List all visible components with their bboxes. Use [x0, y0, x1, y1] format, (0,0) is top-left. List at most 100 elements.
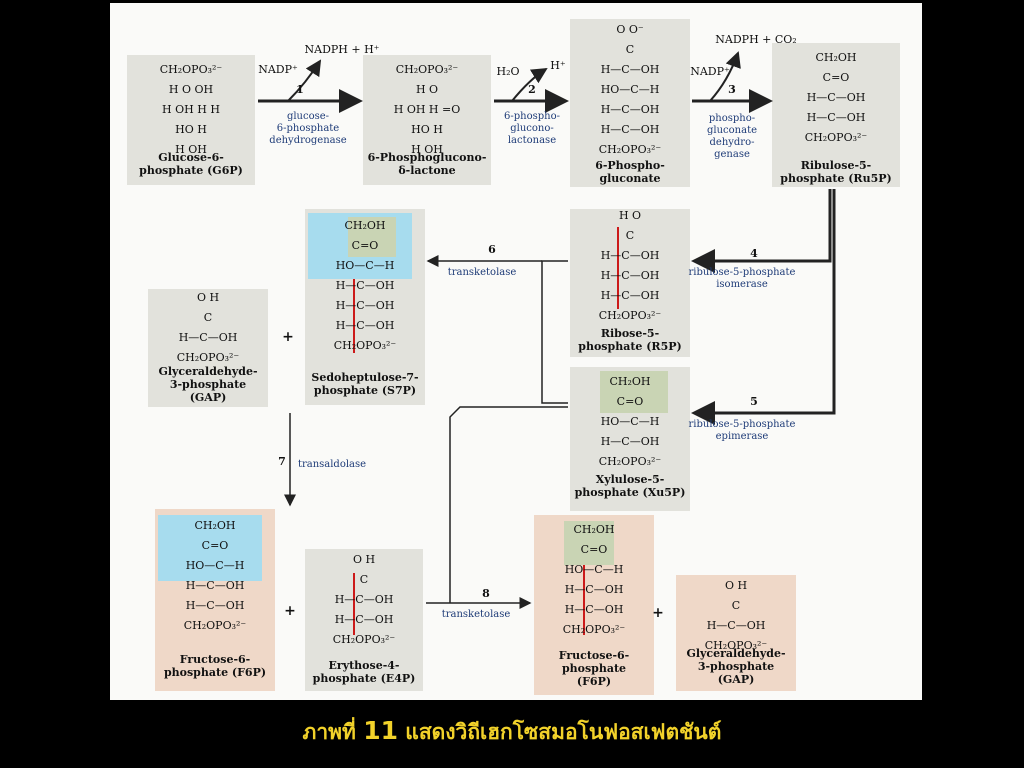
plus-sign-2: +	[652, 605, 664, 621]
caption-prefix: ภาพที่	[302, 720, 364, 744]
structure-pgl-line-2: H OH H =O	[394, 103, 461, 116]
structure-g6p-line-3: HO H	[175, 123, 207, 136]
cofactor-arc-2	[511, 67, 548, 102]
cofactor-arc-1	[287, 59, 322, 102]
structure-pg6-line-0: O O⁻	[616, 23, 644, 36]
structure-pgl-line-1: H O	[416, 83, 438, 96]
structure-g6p-line-2: H OH H H	[162, 103, 220, 116]
step-number-s4: 4	[750, 247, 758, 260]
structure-ru5p-line-0: CH₂OH	[815, 51, 856, 64]
molecule-name-r5p: Ribose-5-phosphate (R5P)	[578, 327, 681, 353]
structure-xu5p-line-2: HO—C—H	[601, 415, 660, 428]
cofactor-in-s3: NADP⁺	[690, 65, 730, 78]
step-number-s6: 6	[488, 243, 496, 256]
structure-pgl-line-0: CH₂OPO₃²⁻	[396, 63, 459, 76]
step-number-s8: 8	[482, 587, 490, 600]
structure-gap1-line-0: O H	[197, 291, 219, 304]
molecule-name-f6p1: Fructose-6-phosphate (F6P)	[164, 653, 266, 679]
structure-f6p1-line-0: CH₂OH	[194, 519, 235, 532]
structure-pgl-line-4: H OH	[411, 143, 443, 156]
molecule-name-pgl: 6-Phosphoglucono-δ-lactone	[368, 151, 487, 177]
structure-pg6-line-6: CH₂OPO₃²⁻	[599, 143, 662, 156]
structure-ru5p-line-1: C=O	[823, 71, 850, 84]
structure-gap1-line-1: C	[204, 311, 212, 324]
molecule-name-ru5p: Ribulose-5-phosphate (Ru5P)	[780, 159, 891, 185]
enzyme-s8: transketolase	[442, 609, 511, 620]
structure-gap1-line-2: H—C—OH	[179, 331, 238, 344]
structure-s7p-line-0: CH₂OH	[344, 219, 385, 232]
arrow-step6	[541, 260, 568, 404]
structure-e4p-line-3: H—C—OH	[335, 613, 394, 626]
structure-ru5p-line-4: CH₂OPO₃²⁻	[805, 131, 868, 144]
box-gap2	[676, 575, 796, 691]
cofactor-in-s2: H₂O	[496, 65, 519, 78]
structure-pg6-line-3: HO—C—H	[601, 83, 660, 96]
cyan-highlight-f6p1	[158, 515, 262, 581]
olive-highlight-f6p2	[564, 521, 614, 565]
structure-f6p1-line-5: CH₂OPO₃²⁻	[184, 619, 247, 632]
step-number-s7: 7	[278, 455, 286, 468]
box-r5p	[570, 209, 690, 357]
structure-gap2-line-3: CH₂OPO₃²⁻	[705, 639, 768, 652]
figure-caption: ภาพที่ 11 แสดงวิถีเฮกโซสมอโนฟอสเฟตชันต์	[0, 716, 1024, 749]
cofactor-in-s1: NADP⁺	[258, 63, 298, 76]
structure-xu5p-line-4: CH₂OPO₃²⁻	[599, 455, 662, 468]
structure-r5p-line-1: C	[626, 229, 634, 242]
molecule-name-e4p: Erythose-4-phosphate (E4P)	[313, 659, 416, 685]
structure-ru5p-line-2: H—C—OH	[807, 91, 866, 104]
olive-highlight-s7p	[348, 217, 396, 257]
structure-pg6-line-5: H—C—OH	[601, 123, 660, 136]
structure-s7p-line-1: C=O	[352, 239, 379, 252]
structure-f6p2-line-2: HO—C—H	[565, 563, 624, 576]
molecule-name-s7p: Sedoheptulose-7-phosphate (S7P)	[311, 371, 418, 397]
structure-gap2-line-1: C	[732, 599, 740, 612]
structure-f6p2-line-0: CH₂OH	[573, 523, 614, 536]
structure-gap1-line-3: CH₂OPO₃²⁻	[177, 351, 240, 364]
structure-gap2-line-0: O H	[725, 579, 747, 592]
cofactor-out-s3: NADPH + CO₂	[715, 33, 796, 46]
caption-number: 11	[363, 716, 398, 745]
box-pg6	[570, 19, 690, 187]
caption-text: แสดงวิถีเฮกโซสมอโนฟอสเฟตชันต์	[397, 720, 722, 744]
box-g6p	[127, 55, 255, 185]
box-e4p	[305, 549, 423, 691]
structure-f6p2-line-5: CH₂OPO₃²⁻	[563, 623, 626, 636]
step-number-s3: 3	[728, 83, 736, 96]
structure-s7p-line-4: H—C—OH	[336, 299, 395, 312]
structure-s7p-line-3: H—C—OH	[336, 279, 395, 292]
cofactor-out-s1: NADPH + H⁺	[305, 43, 380, 56]
box-pgl	[363, 55, 491, 185]
enzyme-s7: transaldolase	[298, 459, 366, 470]
arrow-step4	[691, 189, 832, 273]
molecule-name-f6p2: Fructose-6-phosphate(F6P)	[559, 649, 630, 688]
structure-gap2-line-2: H—C—OH	[707, 619, 766, 632]
structure-g6p-line-1: H O OH	[169, 83, 213, 96]
arrow-step5	[691, 189, 836, 425]
structure-e4p-line-4: CH₂OPO₃²⁻	[333, 633, 396, 646]
structure-pg6-line-2: H—C—OH	[601, 63, 660, 76]
structure-xu5p-line-1: C=O	[617, 395, 644, 408]
enzyme-s2: 6-phospho-gluconо-lactonase	[504, 111, 560, 146]
structure-f6p2-line-1: C=O	[581, 543, 608, 556]
structure-e4p-line-2: H—C—OH	[335, 593, 394, 606]
structure-r5p-line-3: H—C—OH	[601, 269, 660, 282]
structure-xu5p-line-0: CH₂OH	[609, 375, 650, 388]
structure-pgl-line-3: HO H	[411, 123, 443, 136]
structure-s7p-line-2: HO—C—H	[336, 259, 395, 272]
molecule-name-gap2: Glyceraldehyde-3-phosphate(GAP)	[686, 647, 785, 686]
structure-r5p-line-5: CH₂OPO₃²⁻	[599, 309, 662, 322]
molecule-name-pg6: 6-Phospho-gluconate	[595, 159, 665, 185]
box-gap1	[148, 289, 268, 407]
structure-f6p2-line-3: H—C—OH	[565, 583, 624, 596]
molecule-name-g6p: Glucose-6-phosphate (G6P)	[139, 151, 243, 177]
structure-f6p1-line-3: H—C—OH	[186, 579, 245, 592]
olive-highlight-xu5p	[600, 371, 668, 413]
pentose-phosphate-diagram: CH₂OPO₃²⁻ H O OH H OH H H HO H H OH Glucose-6…	[127, 19, 900, 695]
structure-s7p-line-5: H—C—OH	[336, 319, 395, 332]
structure-r5p-line-4: H—C—OH	[601, 289, 660, 302]
step-number-s1: 1	[296, 83, 304, 96]
cofactor-arc-3	[709, 51, 741, 102]
structure-f6p1-line-1: C=O	[202, 539, 229, 552]
